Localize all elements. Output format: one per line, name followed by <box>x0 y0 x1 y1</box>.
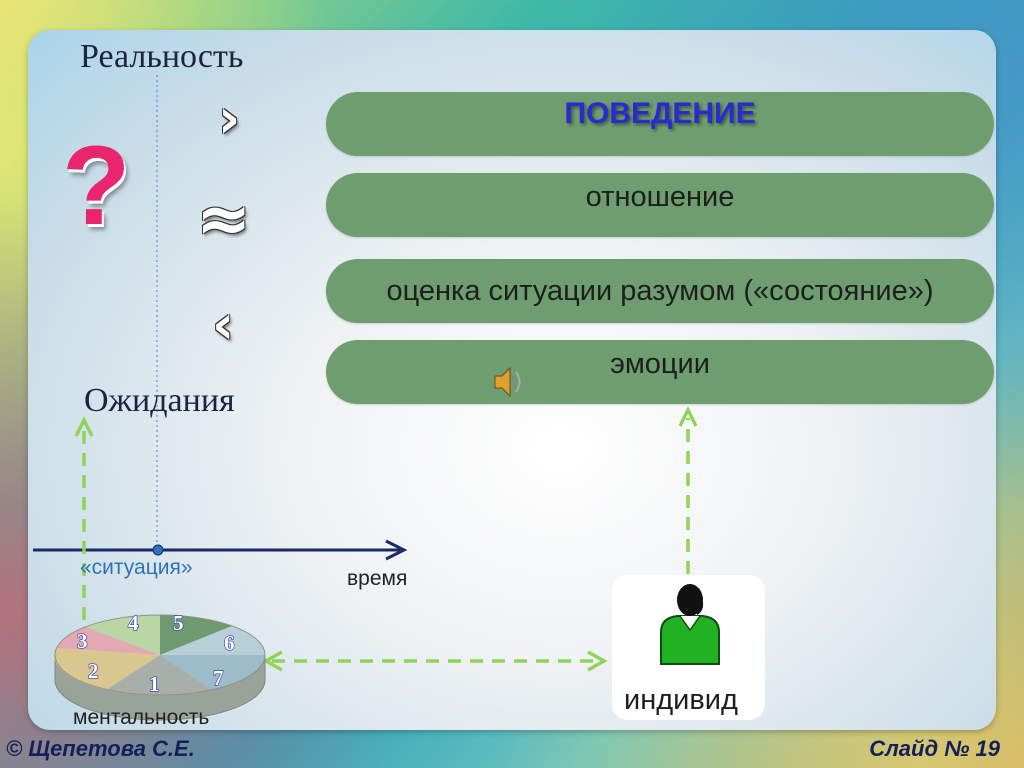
pie-label-6: 6 <box>224 631 235 655</box>
situation-label: «ситуация» <box>80 556 193 579</box>
greater-than-symbol: › <box>218 87 241 150</box>
arrowhead-expectations <box>74 416 94 437</box>
pie-label-4: 4 <box>128 611 139 635</box>
attitude-bar: отношение <box>326 173 994 237</box>
pie-slice-3 <box>56 627 160 655</box>
pie-label-5: 5 <box>173 611 184 635</box>
pie-slice-2 <box>54 648 160 690</box>
pie-label-2: 2 <box>88 659 99 683</box>
pie-slice-6 <box>160 626 265 655</box>
situation-point <box>152 544 164 556</box>
behavior-bar: ПОВЕДЕНИЕ <box>326 92 994 156</box>
arrowhead-emotions <box>678 406 698 427</box>
mentality-pie <box>54 614 266 721</box>
assessment-label: оценка ситуации разумом («состояние») <box>386 274 934 307</box>
time-label: время <box>347 567 408 590</box>
individual-label: индивид <box>624 684 738 716</box>
attitude-label: отношение <box>585 180 735 213</box>
pie-slice-4 <box>86 615 160 655</box>
question-mark: ? <box>62 123 131 248</box>
less-than-symbol: ‹ <box>212 293 235 356</box>
pie-label-1: 1 <box>149 672 160 696</box>
pie-label-7: 7 <box>213 666 224 690</box>
person-icon <box>660 584 720 665</box>
arrowhead-right <box>587 650 608 672</box>
emotions-label: эмоции <box>610 347 710 380</box>
pie-outline <box>54 614 266 696</box>
speaker-icon[interactable] <box>492 364 526 400</box>
arrowhead-left <box>262 650 283 672</box>
footer-author: © Щепетова С.Е. <box>6 736 195 761</box>
reality-label: Реальность <box>80 38 244 75</box>
footer-slide-number: Слайд № 19 <box>869 736 1000 761</box>
assessment-bar: оценка ситуации разумом («состояние») <box>326 259 994 323</box>
approx-equal-symbol: ≈ <box>196 180 252 257</box>
pie-label-3: 3 <box>77 629 88 653</box>
pie-slice-5 <box>160 615 232 655</box>
mentality-label: ментальность <box>73 706 210 729</box>
time-axis-arrowhead <box>385 539 408 561</box>
expectations-label: Ожидания <box>84 382 235 419</box>
behavior-label: ПОВЕДЕНИЕ <box>564 97 756 130</box>
emotions-bar: эмоции <box>326 340 994 404</box>
pie-slice-1 <box>106 655 212 696</box>
